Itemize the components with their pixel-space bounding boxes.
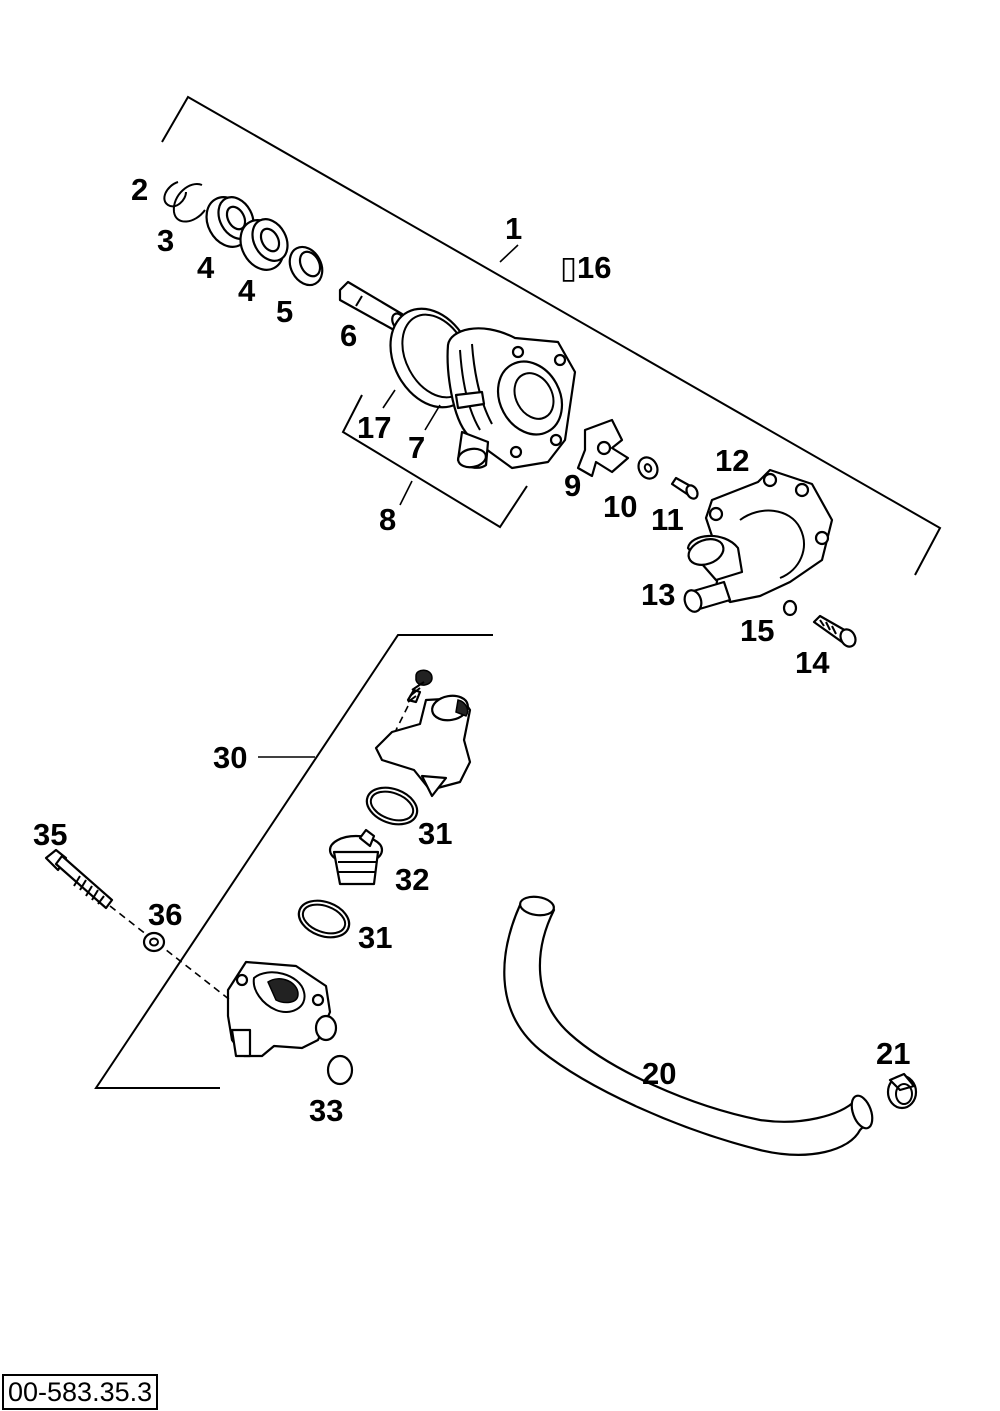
circlip-part-2	[163, 181, 187, 208]
label-part-8: 8	[379, 502, 396, 537]
label-part-4a: 4	[197, 250, 215, 285]
pump-housing-part-7	[424, 327, 577, 470]
label-part-20: 20	[642, 1056, 676, 1091]
label-part-32: 32	[395, 862, 429, 897]
label-part-16: ▯16	[560, 250, 612, 285]
label-part-14: 14	[795, 645, 830, 680]
bolt-part-14	[812, 614, 857, 648]
label-part-2: 2	[131, 172, 148, 207]
o-ring-part-31b	[297, 899, 351, 939]
label-part-30: 30	[213, 740, 247, 775]
hose-clamp-part-21	[886, 1072, 918, 1110]
thermostat-housing	[226, 960, 338, 1058]
drawing-code: 00-583.35.3	[2, 1374, 159, 1410]
label-part-1: 1	[505, 211, 522, 246]
label-part-15: 15	[740, 613, 774, 648]
bolt-part-11	[670, 476, 699, 500]
label-part-10: 10	[603, 489, 637, 524]
label-part-31a: 31	[418, 816, 452, 851]
impeller-part-9	[576, 418, 630, 478]
hose-part-20	[503, 895, 874, 1156]
bearing-part-4b	[239, 218, 289, 271]
washer-part-36	[142, 931, 166, 953]
circlip-part-3	[172, 183, 206, 223]
label-part-17: 17	[357, 410, 391, 445]
washer-part-10	[637, 456, 659, 480]
label-part-5: 5	[276, 294, 293, 329]
cover-outlet-part-13	[683, 534, 744, 613]
thermostat-cover	[374, 694, 472, 798]
assembly-30-bracket	[94, 634, 493, 1089]
label-part-12: 12	[715, 443, 749, 478]
label-part-6: 6	[340, 318, 357, 353]
thermostat-part-32	[328, 828, 384, 886]
label-part-21: 21	[876, 1036, 910, 1071]
label-part-13: 13	[641, 577, 675, 612]
assembly-8-bracket	[341, 394, 528, 529]
label-part-11: 11	[651, 502, 684, 537]
label-part-31b: 31	[358, 920, 392, 955]
label-part-36: 36	[148, 897, 182, 932]
thermostat-cover-screw	[395, 669, 433, 731]
o-ring-part-31a	[365, 786, 419, 826]
bolt-part-35	[44, 848, 231, 1001]
label-part-35: 35	[33, 817, 67, 852]
o-ring-part-33	[326, 1054, 354, 1086]
label-part-7: 7	[408, 430, 425, 465]
seal-part-5	[288, 245, 324, 287]
label-part-4b: 4	[238, 273, 256, 308]
label-part-33: 33	[309, 1093, 343, 1128]
o-ring-part-15	[782, 599, 798, 617]
assembly-1-bracket	[161, 95, 942, 576]
label-part-3: 3	[157, 223, 174, 258]
label-part-9: 9	[564, 468, 581, 503]
